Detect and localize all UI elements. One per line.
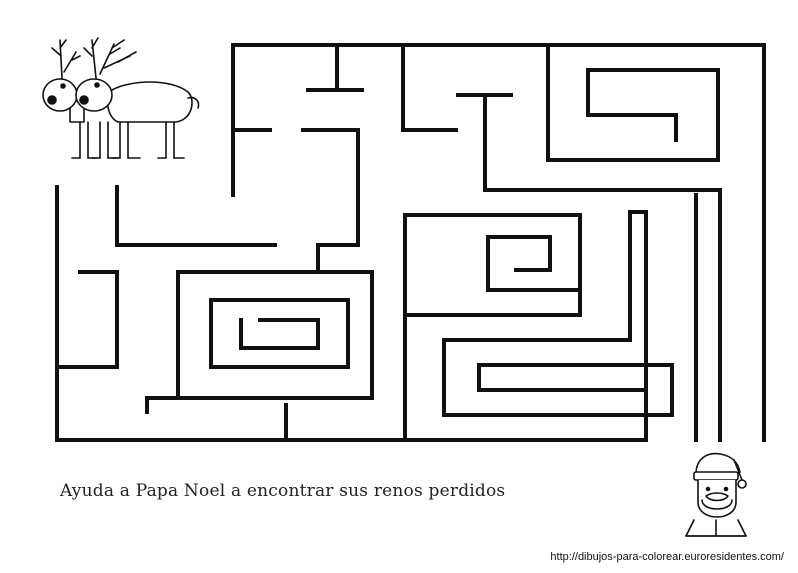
maze-wall (486, 235, 552, 272)
maze-wall (403, 213, 582, 442)
maze-wall (209, 298, 350, 369)
maze-wall-top (231, 43, 766, 442)
santa-claus-icon (685, 452, 747, 537)
maze-wall (486, 235, 582, 292)
maze-wall (239, 318, 320, 350)
maze-wall (301, 128, 360, 274)
maze-wall (145, 270, 374, 414)
maze-wall-bottom (55, 185, 648, 442)
reindeer-pair-icon (42, 37, 200, 159)
maze-walls (55, 43, 766, 442)
maze-wall (115, 185, 277, 247)
maze-wall (546, 43, 720, 162)
maze-wall (483, 188, 722, 442)
maze-wall (442, 210, 674, 442)
maze-wall (55, 270, 119, 369)
source-url-link[interactable]: http://dibujos-para-colorear.euroresiden… (550, 551, 784, 563)
instruction-caption: Ayuda a Papa Noel a encontrar sus renos … (60, 481, 506, 501)
